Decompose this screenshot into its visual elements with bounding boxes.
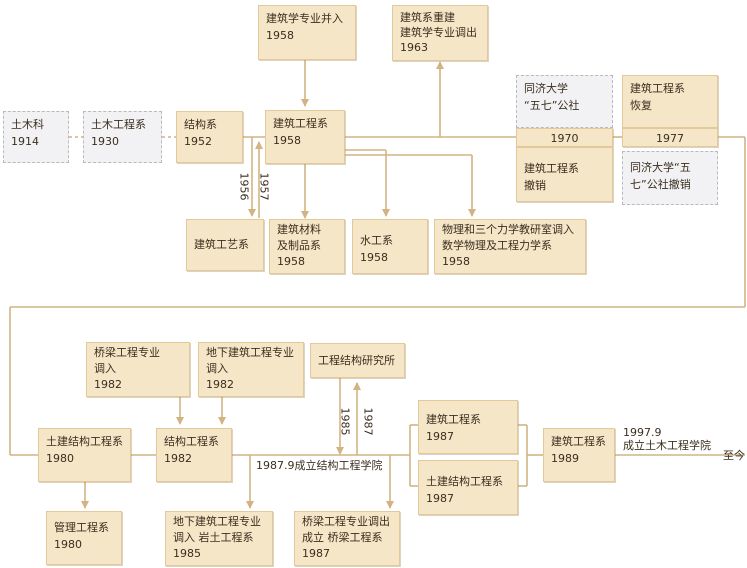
label-1957: 1957 — [257, 172, 271, 201]
year-1977: 1977 — [622, 128, 718, 147]
node-jianzhu-revoked: 建筑工程系 撤销 — [516, 147, 613, 202]
node-jianzhu-cailiao-1958: 建筑材料 及制品系 1958 — [269, 219, 345, 274]
label-1985: 1985 — [338, 407, 352, 436]
node-tujian-jiegou-1987: 土建结构工程系 1987 — [418, 460, 518, 515]
node-jianzhu-gongyixi: 建筑工艺系 — [186, 219, 264, 271]
node-jianzhu-gongchengxi-1958: 建筑工程系 1958 — [265, 110, 345, 164]
node-tongji-wuqi: 同济大学 “五七”公社 — [516, 75, 613, 128]
node-guanli-1980: 管理工程系 1980 — [46, 511, 122, 565]
node-jianzhu-1987: 建筑工程系 1987 — [418, 400, 518, 454]
label-tumu-xueyuan-1997: 1997.9 成立土木工程学院 — [623, 426, 711, 452]
node-dixia-yantu-1985: 地下建筑工程专业 调入 岩土工程系 1985 — [165, 511, 273, 566]
node-jiegou-gongchengxi-1982: 结构工程系 1982 — [156, 428, 232, 482]
node-jianzhuxi-rebuilt-1963: 建筑系重建 建筑学专业调出 1963 — [392, 5, 488, 61]
node-qiaoliang-in-1982: 桥梁工程专业 调入 1982 — [86, 342, 190, 397]
label-1956: 1956 — [237, 172, 251, 201]
node-shuigongxi-1958: 水工系 1958 — [352, 219, 428, 274]
node-tumuke-1914: 土木科 1914 — [3, 111, 69, 163]
node-tujian-jiegou-1980: 土建结构工程系 1980 — [38, 428, 131, 482]
label-jiegou-xueyuan-1987: 1987.9成立结构工程学院 — [256, 459, 383, 472]
node-tumu-gongchengxi-1930: 土木工程系 1930 — [83, 111, 162, 163]
label-1987: 1987 — [361, 407, 375, 436]
node-qiaoliang-out-1987: 桥梁工程专业调出 成立 桥梁工程系 1987 — [294, 511, 400, 566]
node-dixia-in-1982: 地下建筑工程专业 调入 1982 — [198, 342, 304, 397]
node-jiegouxi-1952: 结构系 1952 — [176, 111, 243, 163]
year-1970: 1970 — [516, 128, 613, 147]
node-tongji-wuqi-revoked: 同济大学“五 七”公社撤销 — [622, 151, 718, 205]
label-zhijin: 至今 — [723, 449, 745, 462]
node-gongcheng-jiegou-yanjiusuo: 工程结构研究所 — [310, 343, 405, 378]
node-jianzhu-major-merged-1958: 建筑学专业并入 1958 — [258, 5, 356, 60]
node-wuli-lixue-1958: 物理和三个力学教研室调入 数学物理及工程力学系 1958 — [434, 219, 586, 274]
node-jianzhu-restored: 建筑工程系 恢复 — [622, 75, 718, 128]
node-jianzhu-1989: 建筑工程系 1989 — [543, 428, 615, 482]
